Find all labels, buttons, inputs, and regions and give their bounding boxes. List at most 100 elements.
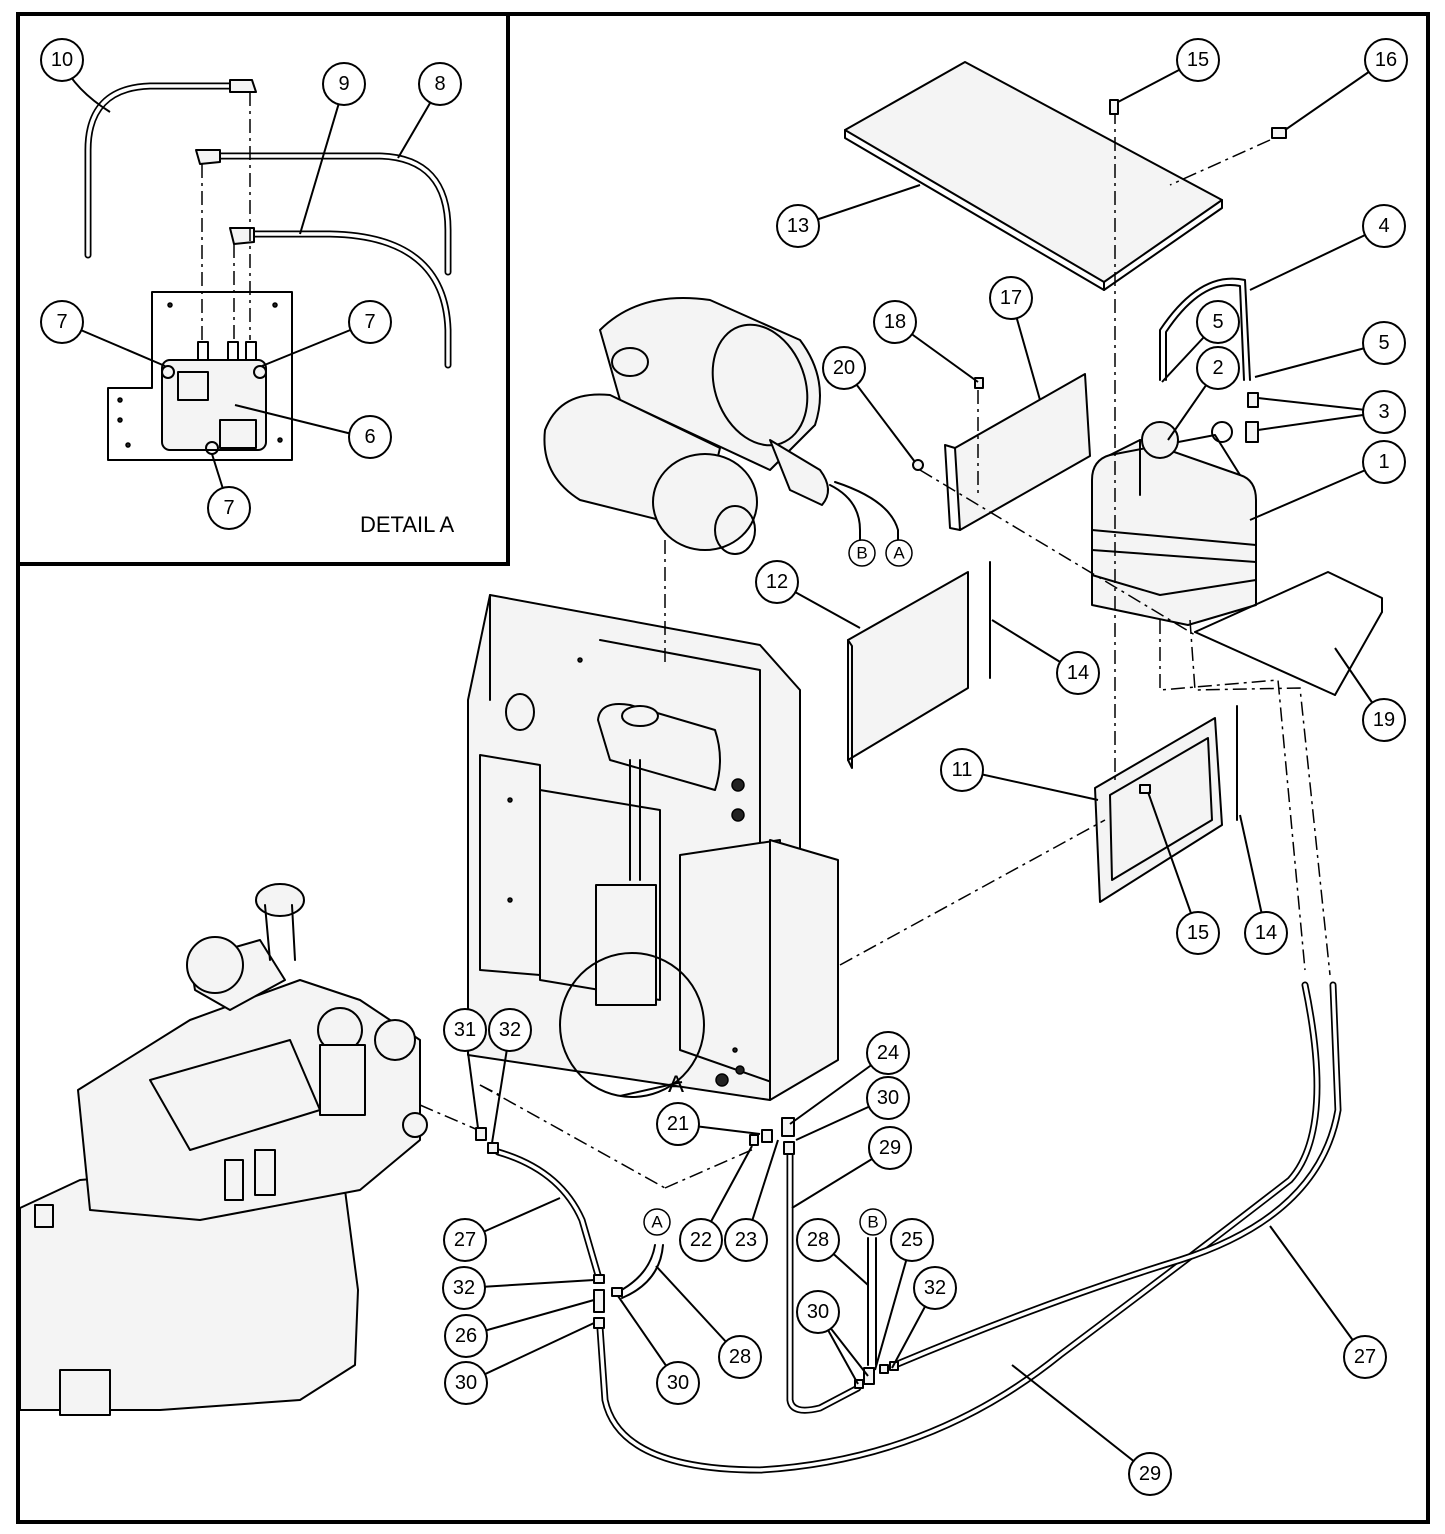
svg-text:31: 31 xyxy=(454,1019,476,1041)
svg-text:25: 25 xyxy=(901,1229,923,1251)
svg-text:15: 15 xyxy=(1187,922,1209,944)
callout-12[interactable]: 12 xyxy=(755,560,799,604)
svg-text:16: 16 xyxy=(1375,49,1397,71)
svg-text:7: 7 xyxy=(56,311,67,333)
callout-30-top[interactable]: 30 xyxy=(866,1076,910,1120)
svg-text:22: 22 xyxy=(690,1229,712,1251)
callout-28-right[interactable]: 28 xyxy=(796,1218,840,1262)
callout-21[interactable]: 21 xyxy=(656,1102,700,1146)
svg-text:13: 13 xyxy=(787,215,809,237)
connector-a-lower[interactable]: A xyxy=(643,1208,671,1236)
connector-b-upper[interactable]: B xyxy=(848,539,876,567)
callout-32-top[interactable]: 32 xyxy=(488,1008,532,1052)
svg-text:30: 30 xyxy=(455,1372,477,1394)
callout-22[interactable]: 22 xyxy=(679,1218,723,1262)
svg-text:32: 32 xyxy=(499,1019,521,1041)
callout-30-left[interactable]: 30 xyxy=(444,1361,488,1405)
svg-text:28: 28 xyxy=(729,1346,751,1368)
svg-text:2: 2 xyxy=(1212,357,1223,379)
svg-text:14: 14 xyxy=(1255,922,1277,944)
callout-6[interactable]: 6 xyxy=(348,415,392,459)
svg-text:29: 29 xyxy=(879,1137,901,1159)
connector-b-lower[interactable]: B xyxy=(859,1208,887,1236)
svg-text:1: 1 xyxy=(1378,451,1389,473)
svg-text:24: 24 xyxy=(877,1042,899,1064)
svg-text:B: B xyxy=(856,544,867,563)
callout-7-left[interactable]: 7 xyxy=(40,300,84,344)
assembly-lines xyxy=(419,110,1331,1189)
callout-30-right[interactable]: 30 xyxy=(796,1290,840,1334)
svg-text:30: 30 xyxy=(807,1301,829,1323)
callout-26[interactable]: 26 xyxy=(444,1314,488,1358)
svg-text:30: 30 xyxy=(667,1372,689,1394)
callout-1[interactable]: 1 xyxy=(1362,440,1406,484)
callout-18[interactable]: 18 xyxy=(873,300,917,344)
callout-28-left[interactable]: 28 xyxy=(718,1335,762,1379)
enclosure-frame xyxy=(467,594,839,1101)
callout-25[interactable]: 25 xyxy=(890,1218,934,1262)
callout-32-middle[interactable]: 32 xyxy=(442,1266,486,1310)
callout-20[interactable]: 20 xyxy=(822,346,866,390)
callout-15-lower[interactable]: 15 xyxy=(1176,911,1220,955)
svg-text:7: 7 xyxy=(223,497,234,519)
svg-text:A: A xyxy=(651,1213,663,1232)
svg-text:32: 32 xyxy=(453,1277,475,1299)
svg-text:15: 15 xyxy=(1187,49,1209,71)
callout-29-upper[interactable]: 29 xyxy=(868,1126,912,1170)
svg-text:20: 20 xyxy=(833,357,855,379)
callout-5-left[interactable]: 5 xyxy=(1196,300,1240,344)
callout-27-left[interactable]: 27 xyxy=(443,1218,487,1262)
callout-14-lower[interactable]: 14 xyxy=(1244,911,1288,955)
fitting-3-lower xyxy=(1245,421,1259,443)
svg-text:8: 8 xyxy=(434,73,445,95)
svg-text:30: 30 xyxy=(877,1087,899,1109)
svg-text:29: 29 xyxy=(1139,1463,1161,1485)
detail-a-frame xyxy=(16,12,510,566)
def-tank xyxy=(1091,421,1257,626)
callout-5-right[interactable]: 5 xyxy=(1362,321,1406,365)
callout-14-upper[interactable]: 14 xyxy=(1056,651,1100,695)
svg-text:28: 28 xyxy=(807,1229,829,1251)
muffler-assembly xyxy=(543,297,829,555)
callout-9[interactable]: 9 xyxy=(322,62,366,106)
engine-generator xyxy=(19,883,428,1416)
callout-2[interactable]: 2 xyxy=(1196,346,1240,390)
callout-11[interactable]: 11 xyxy=(940,748,984,792)
tank-tray xyxy=(1194,571,1383,696)
callout-27-right[interactable]: 27 xyxy=(1343,1335,1387,1379)
callout-31[interactable]: 31 xyxy=(443,1008,487,1052)
svg-text:27: 27 xyxy=(1354,1346,1376,1368)
callout-8[interactable]: 8 xyxy=(418,62,462,106)
svg-text:32: 32 xyxy=(924,1277,946,1299)
callout-7-bottom[interactable]: 7 xyxy=(207,486,251,530)
svg-text:4: 4 xyxy=(1378,215,1389,237)
svg-text:18: 18 xyxy=(884,311,906,333)
callout-13[interactable]: 13 xyxy=(776,204,820,248)
callout-10[interactable]: 10 xyxy=(40,38,84,82)
callout-30-middle[interactable]: 30 xyxy=(656,1361,700,1405)
callout-32-right[interactable]: 32 xyxy=(913,1266,957,1310)
callout-15-top[interactable]: 15 xyxy=(1176,38,1220,82)
detail-a-label: DETAIL A xyxy=(360,512,454,537)
callout-19[interactable]: 19 xyxy=(1362,698,1406,742)
callout-3[interactable]: 3 xyxy=(1362,390,1406,434)
supply-return-hoses xyxy=(494,981,1342,1474)
callout-23[interactable]: 23 xyxy=(724,1218,768,1262)
callout-7-right[interactable]: 7 xyxy=(348,300,392,344)
callout-24[interactable]: 24 xyxy=(866,1031,910,1075)
callout-16[interactable]: 16 xyxy=(1364,38,1408,82)
detail-view-letter: A xyxy=(668,1071,684,1098)
svg-text:19: 19 xyxy=(1373,709,1395,731)
svg-text:3: 3 xyxy=(1378,401,1389,423)
svg-text:12: 12 xyxy=(766,571,788,593)
callout-17[interactable]: 17 xyxy=(989,276,1033,320)
vent-hose-4 xyxy=(1159,277,1251,381)
callout-29-lower[interactable]: 29 xyxy=(1128,1452,1172,1496)
svg-text:21: 21 xyxy=(667,1113,689,1135)
fitting-3-upper xyxy=(1247,392,1259,408)
callout-4[interactable]: 4 xyxy=(1362,204,1406,248)
side-panel-12 xyxy=(847,571,969,769)
svg-text:5: 5 xyxy=(1378,332,1389,354)
connector-a-upper[interactable]: A xyxy=(885,539,913,567)
